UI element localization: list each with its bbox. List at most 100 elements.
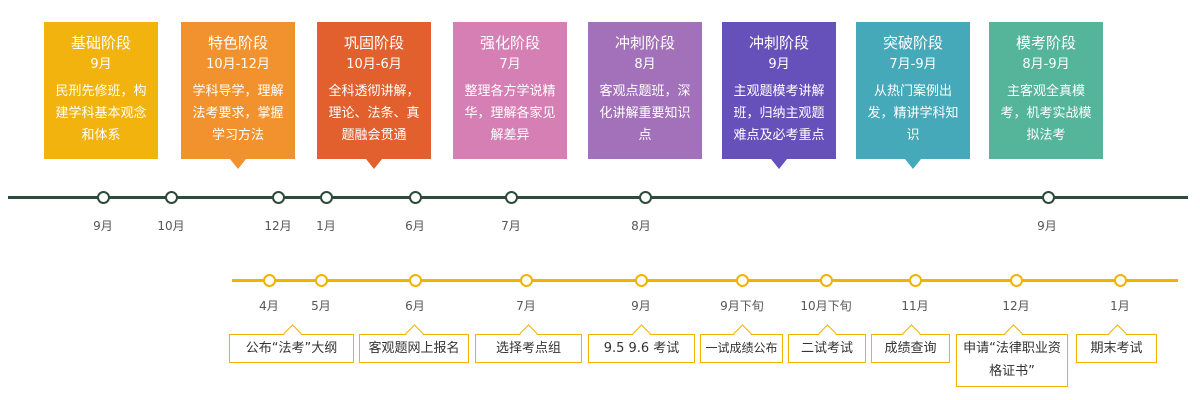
event-label: 二试考试 <box>800 341 853 356</box>
event-label: 客观题网上报名 <box>368 341 460 356</box>
stage-card-sprint-objective: 冲刺阶段 8月 客观点题班，深化讲解重要知识点 <box>588 22 702 159</box>
event-label: 成绩查询 <box>884 341 937 356</box>
lower-month-label: 9月 <box>631 299 651 313</box>
stage-pointer <box>771 159 787 169</box>
upper-month-label: 8月 <box>631 219 651 233</box>
upper-timeline-marker <box>97 191 110 204</box>
event-box-first-exam: 9.5 9.6 考试 <box>588 324 695 363</box>
stage-time: 10月-12月 <box>206 57 270 72</box>
upper-month-label: 9月 <box>93 219 113 233</box>
lower-timeline-marker <box>820 274 833 287</box>
stage-card-feature: 特色阶段 10月-12月 学科导学，理解法考要求，掌握学习方法 <box>181 22 295 169</box>
upper-month-label: 1月 <box>316 219 336 233</box>
stage-time: 9月 <box>90 57 112 72</box>
stage-time: 9月 <box>768 57 790 72</box>
upper-timeline-line <box>8 196 1188 199</box>
stage-time: 7月-9月 <box>889 57 937 72</box>
stage-desc: 民刑先修班，构建学科基本观念和体系 <box>55 84 147 143</box>
stage-card-consolidate: 巩固阶段 10月-6月 全科透彻讲解，理论、法条、真题融会贯通 <box>317 22 431 169</box>
event-pointer <box>1108 324 1127 343</box>
event-box-exam-group: 选择考点组 <box>475 324 582 363</box>
lower-month-label: 9月下旬 <box>720 299 764 313</box>
event-box-syllabus: 公布“法考”大纲 <box>229 324 354 363</box>
event-pointer <box>902 324 921 343</box>
stage-desc: 主观题模考讲解班，归纳主观题难点及必考重点 <box>733 84 825 143</box>
event-label: 选择考点组 <box>495 341 561 356</box>
upper-timeline-marker <box>272 191 285 204</box>
event-label: 期末考试 <box>1090 341 1143 356</box>
upper-timeline-marker <box>409 191 422 204</box>
upper-month-label: 9月 <box>1037 219 1057 233</box>
stage-title: 巩固阶段 <box>343 34 404 52</box>
stage-time: 8月 <box>634 57 656 72</box>
lower-month-label: 1月 <box>1110 299 1130 313</box>
stage-card-mock: 模考阶段 8月-9月 主客观全真模考，机考实战模拟法考 <box>989 22 1103 159</box>
lower-timeline-marker <box>909 274 922 287</box>
event-box-registration: 客观题网上报名 <box>359 324 469 363</box>
lower-timeline-marker <box>1010 274 1023 287</box>
lower-month-label: 7月 <box>516 299 536 313</box>
event-pointer <box>519 324 538 343</box>
upper-timeline-marker <box>320 191 333 204</box>
stage-title: 突破阶段 <box>882 34 943 52</box>
event-label: 9.5 9.6 考试 <box>603 341 680 356</box>
stage-time: 8月-9月 <box>1022 57 1070 72</box>
event-pointer <box>1004 324 1023 343</box>
upper-timeline-marker <box>505 191 518 204</box>
event-label: 公布“法考”大纲 <box>245 341 338 356</box>
upper-month-label: 6月 <box>405 219 425 233</box>
lower-timeline-marker <box>409 274 422 287</box>
event-label: 一试成绩公布 <box>705 341 778 355</box>
lower-timeline-marker <box>736 274 749 287</box>
lower-timeline-marker <box>635 274 648 287</box>
stage-pointer <box>230 159 246 169</box>
event-pointer <box>405 324 424 343</box>
event-label: 申请“法律职业资格证书” <box>963 341 1061 379</box>
stage-time: 10月-6月 <box>346 57 402 72</box>
lower-timeline-marker <box>263 274 276 287</box>
stage-title: 模考阶段 <box>1015 34 1076 52</box>
stage-desc: 整理各方学说精华，理解各家见解差异 <box>464 84 556 143</box>
stage-title: 冲刺阶段 <box>614 34 675 52</box>
lower-timeline-marker <box>520 274 533 287</box>
upper-month-label: 7月 <box>501 219 521 233</box>
stage-card-foundation: 基础阶段 9月 民刑先修班，构建学科基本观念和体系 <box>44 22 158 159</box>
lower-timeline-marker <box>1114 274 1127 287</box>
lower-month-label: 6月 <box>405 299 425 313</box>
stage-desc: 主客观全真模考，机考实战模拟法考 <box>1000 84 1092 143</box>
stage-card-breakthrough: 突破阶段 7月-9月 从热门案例出发，精讲学科知识 <box>856 22 970 169</box>
stage-desc: 客观点题班，深化讲解重要知识点 <box>599 84 691 143</box>
event-pointer <box>283 324 302 343</box>
stage-title: 基础阶段 <box>70 34 131 52</box>
event-box-final-exam: 期末考试 <box>1076 324 1157 363</box>
event-box-certificate: 申请“法律职业资格证书” <box>956 324 1068 387</box>
lower-month-label: 11月 <box>901 299 929 313</box>
stage-title: 特色阶段 <box>207 34 268 52</box>
stage-desc: 全科透彻讲解，理论、法条、真题融会贯通 <box>328 84 420 143</box>
event-pointer <box>733 324 752 343</box>
event-pointer <box>818 324 837 343</box>
upper-timeline-marker <box>1042 191 1055 204</box>
lower-month-label: 10月下旬 <box>800 299 852 313</box>
event-box-second-exam: 二试考试 <box>788 324 866 363</box>
stage-title: 冲刺阶段 <box>748 34 809 52</box>
upper-month-label: 10月 <box>157 219 185 233</box>
lower-timeline-marker <box>315 274 328 287</box>
lower-month-label: 12月 <box>1002 299 1030 313</box>
stage-card-strengthen: 强化阶段 7月 整理各方学说精华，理解各家见解差异 <box>453 22 567 159</box>
stage-title: 强化阶段 <box>479 34 540 52</box>
event-box-score-query: 成绩查询 <box>871 324 950 363</box>
stage-desc: 学科导学，理解法考要求，掌握学习方法 <box>192 84 284 143</box>
stage-desc: 从热门案例出发，精讲学科知识 <box>867 84 959 143</box>
lower-month-label: 4月 <box>259 299 279 313</box>
upper-timeline-marker <box>165 191 178 204</box>
stage-pointer <box>905 159 921 169</box>
event-box-first-result: 一试成绩公布 <box>700 324 783 363</box>
upper-timeline-marker <box>639 191 652 204</box>
lower-timeline-line <box>232 279 1178 282</box>
event-pointer <box>632 324 651 343</box>
upper-month-label: 12月 <box>264 219 292 233</box>
stage-card-sprint-subjective: 冲刺阶段 9月 主观题模考讲解班，归纳主观题难点及必考重点 <box>722 22 836 169</box>
lower-month-label: 5月 <box>311 299 331 313</box>
stage-time: 7月 <box>499 57 521 72</box>
